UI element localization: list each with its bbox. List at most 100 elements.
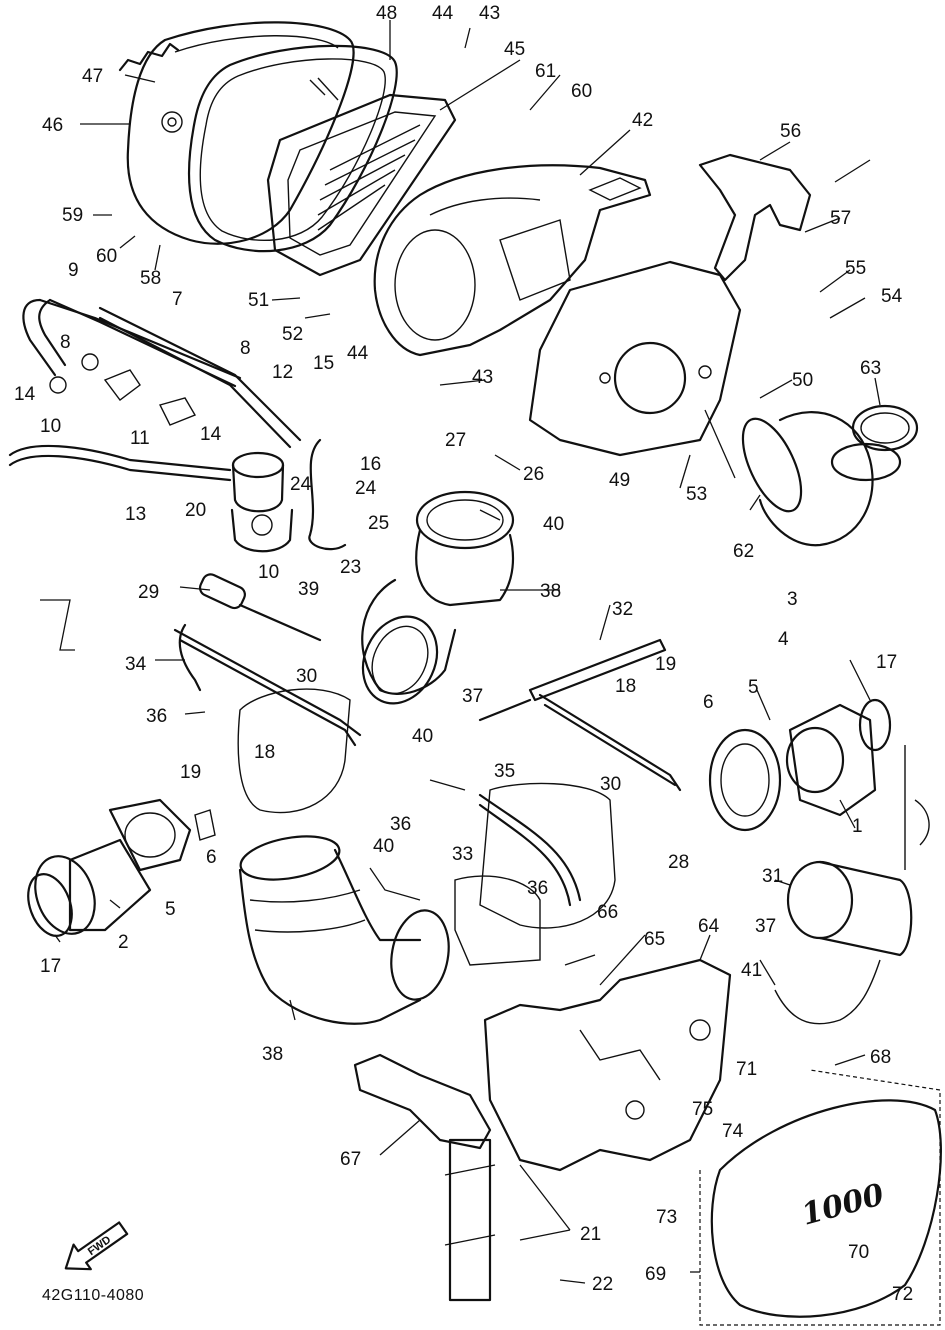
callout-61: 61 xyxy=(535,61,556,82)
callout-65: 65 xyxy=(644,929,665,950)
callout-44-mid: 44 xyxy=(347,343,369,364)
callout-64: 64 xyxy=(698,916,720,937)
callout-23: 23 xyxy=(340,557,361,578)
carburetor-outline xyxy=(237,688,616,966)
callout-15: 15 xyxy=(313,353,334,374)
air-pipes xyxy=(173,573,682,907)
callout-47: 47 xyxy=(82,66,103,87)
callout-13: 13 xyxy=(125,504,146,525)
callout-53: 53 xyxy=(686,484,707,505)
callout-48: 48 xyxy=(376,3,397,24)
callout-44-top: 44 xyxy=(432,3,454,24)
callout-19-right: 19 xyxy=(655,654,676,675)
callout-39: 39 xyxy=(298,579,319,600)
callout-12: 12 xyxy=(272,362,293,383)
callout-60-left: 60 xyxy=(96,246,117,267)
callout-40-upper: 40 xyxy=(543,514,564,535)
side-cover xyxy=(528,260,742,457)
callout-6-left: 6 xyxy=(206,847,217,868)
callout-10-lower: 10 xyxy=(258,562,279,583)
intake-manifold-left xyxy=(27,798,216,937)
callout-17-right: 17 xyxy=(876,652,897,673)
callout-57: 57 xyxy=(830,208,851,229)
callout-54: 54 xyxy=(881,286,903,307)
air-filter-case-cover xyxy=(118,21,355,245)
callout-24-left: 24 xyxy=(290,474,312,495)
intake-manifold-right xyxy=(708,698,892,832)
bracket xyxy=(698,153,812,282)
callout-2: 2 xyxy=(118,932,129,953)
callout-56: 56 xyxy=(780,121,801,142)
callout-45: 45 xyxy=(504,39,525,60)
air-filter-case xyxy=(373,164,652,357)
callout-66: 66 xyxy=(597,902,618,923)
callout-34: 34 xyxy=(125,654,147,675)
callout-70: 70 xyxy=(848,1242,869,1263)
callout-49: 49 xyxy=(609,470,630,491)
callout-19-left: 19 xyxy=(180,762,201,783)
callout-69: 69 xyxy=(645,1264,666,1285)
mounting-bracket xyxy=(353,958,732,1172)
callout-36-lower: 36 xyxy=(527,878,548,899)
callout-8-left: 8 xyxy=(60,332,71,353)
callout-73: 73 xyxy=(656,1207,677,1228)
diagram-code: 42G110-4080 xyxy=(42,1287,144,1304)
callout-9: 9 xyxy=(68,260,79,281)
fwd-arrow: FWD xyxy=(64,1221,129,1271)
callout-29: 29 xyxy=(138,582,159,603)
callout-leaders xyxy=(40,20,881,1284)
callout-numbers: 1 2 3 4 5 5 6 6 7 8 8 9 10 10 11 12 13 1… xyxy=(14,3,913,1305)
callout-20: 20 xyxy=(185,500,206,521)
callout-27: 27 xyxy=(445,430,466,451)
callout-38-upper: 38 xyxy=(540,581,561,602)
callout-18-right: 18 xyxy=(615,676,636,697)
callout-6-right: 6 xyxy=(703,692,714,713)
callout-24-mid: 24 xyxy=(355,478,377,499)
callout-28: 28 xyxy=(668,852,689,873)
callout-74: 74 xyxy=(722,1121,744,1142)
callout-62: 62 xyxy=(733,541,754,562)
callout-68: 68 xyxy=(870,1047,891,1068)
callout-55: 55 xyxy=(845,258,866,279)
air-cut-valve xyxy=(230,451,294,553)
callout-16: 16 xyxy=(360,454,381,475)
callout-59: 59 xyxy=(62,205,83,226)
callout-17-left: 17 xyxy=(40,956,61,977)
callout-35: 35 xyxy=(494,761,515,782)
callout-41: 41 xyxy=(741,960,762,981)
callout-30-left: 30 xyxy=(296,666,317,687)
callout-10-left: 10 xyxy=(40,416,61,437)
callout-43-mid: 43 xyxy=(472,367,493,388)
callout-43-top: 43 xyxy=(479,3,500,24)
breather-hoses xyxy=(8,298,347,551)
callout-51: 51 xyxy=(248,290,269,311)
callout-36-mid: 36 xyxy=(390,814,411,835)
callout-50: 50 xyxy=(792,370,813,391)
callout-1: 1 xyxy=(852,816,863,837)
callout-75: 75 xyxy=(692,1099,713,1120)
air-filter-element xyxy=(266,93,457,277)
callout-25: 25 xyxy=(368,513,389,534)
cover-emblem: 1000 xyxy=(798,1177,888,1232)
callout-3: 3 xyxy=(787,589,798,610)
callout-71: 71 xyxy=(736,1059,757,1080)
callout-5-left: 5 xyxy=(165,899,176,920)
callout-42: 42 xyxy=(632,110,653,131)
callout-11: 11 xyxy=(130,428,150,449)
callout-40-lower: 40 xyxy=(373,836,394,857)
air-filter-gasket xyxy=(187,44,398,253)
callout-33: 33 xyxy=(452,844,473,865)
callout-36-left: 36 xyxy=(146,706,167,727)
callout-37-mid: 37 xyxy=(462,686,483,707)
intake-joint-lower xyxy=(238,835,450,1025)
callout-14-mid: 14 xyxy=(200,424,222,445)
callout-26: 26 xyxy=(523,464,544,485)
callout-31: 31 xyxy=(762,866,783,887)
callout-40-mid: 40 xyxy=(412,726,433,747)
callout-63: 63 xyxy=(860,358,881,379)
callout-7: 7 xyxy=(172,289,183,310)
small-joint xyxy=(444,1138,496,1302)
callout-60-top: 60 xyxy=(571,81,592,102)
callout-30-right: 30 xyxy=(600,774,621,795)
